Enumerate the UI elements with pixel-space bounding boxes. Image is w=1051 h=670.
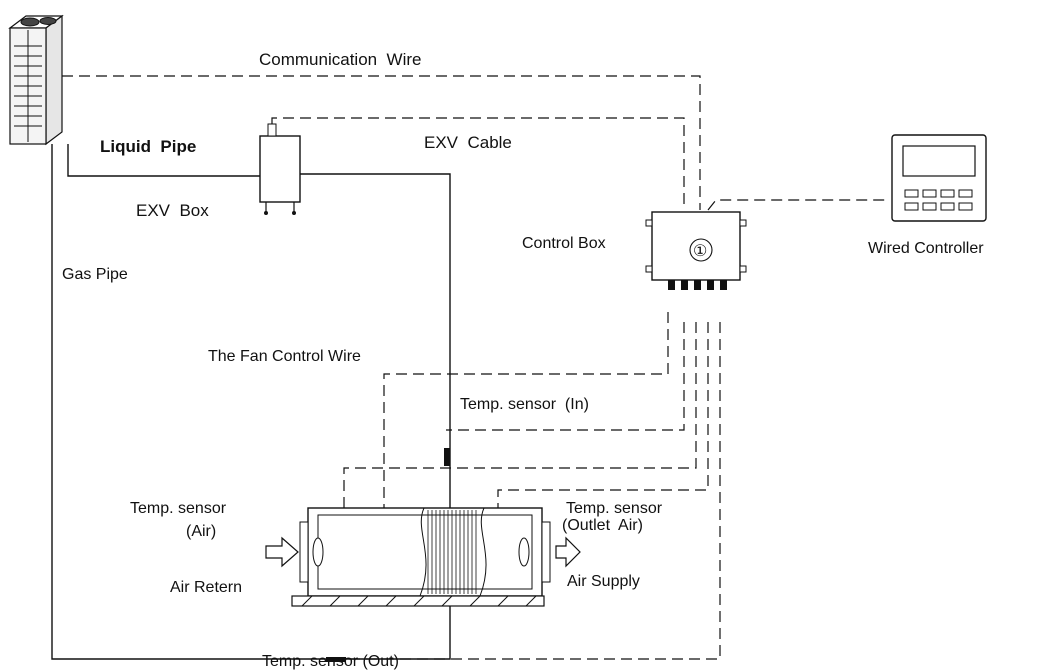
communication-wire [62,75,701,210]
temp-sensor-out-wire [346,322,721,660]
control-box-number: ① [693,243,707,260]
control-box [645,211,747,290]
temp-sensor-in-marker [444,448,450,466]
air-supply-label: Air Supply [567,573,640,590]
exv-box [259,123,301,215]
exv-cable-label: EXV Cable [424,133,512,152]
outdoor-unit-icon [8,14,64,146]
exv-cable [271,117,685,210]
temp-sensor-out-marker [326,657,346,662]
wired-controller-icon [891,134,987,222]
wired-controller-wire [707,199,890,211]
temp-sensor-in-label: Temp. sensor (In) [460,396,589,413]
exv-box-label: EXV Box [136,201,209,220]
temp-sensor-outlet-label-line2: (Outlet Air) [562,517,643,534]
temp-sensor-air-label-line1: Temp. sensor [130,500,227,517]
air-return-arrow-icon [265,536,299,568]
air-retern-label: Air Retern [170,579,242,596]
communication-wire-label: Communication Wire [259,50,422,69]
gas-pipe-label: Gas Pipe [62,266,128,283]
fan-control-wire-label: The Fan Control Wire [208,348,361,365]
wired-controller-label: Wired Controller [868,240,984,257]
temp-sensor-air-label-line2: (Air) [186,523,216,540]
temp-sensor-in-wire [446,322,685,431]
indoor-duct-unit [291,507,551,607]
air-supply-arrow-icon [555,536,581,568]
control-box-label: Control Box [522,235,606,252]
liquid-pipe [67,144,451,520]
temp-sensor-out-label: Temp. sensor (Out) [262,653,399,670]
fan-control-wire [383,312,669,508]
temp-sensor-outlet-label-line1: Temp. sensor [566,500,663,517]
liquid-pipe-label: Liquid Pipe [100,137,196,156]
